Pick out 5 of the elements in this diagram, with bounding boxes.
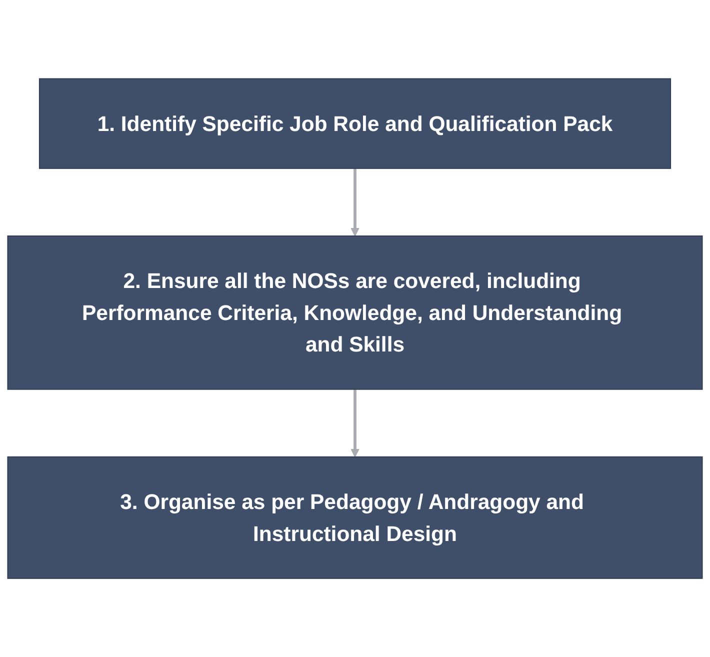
node-box: 3. Organise as per Pedagogy / Andragogy and Instructional Design: [7, 456, 703, 579]
arrow: [350, 168, 360, 236]
node-box: 1. Identify Specific Job Role and Qualification Pack: [38, 78, 672, 169]
node-box: 2. Ensure all the NOSs are covered, including Performance Criteria, Knowledge, and Understanding and Skills: [7, 235, 703, 390]
arrow: [350, 389, 360, 458]
